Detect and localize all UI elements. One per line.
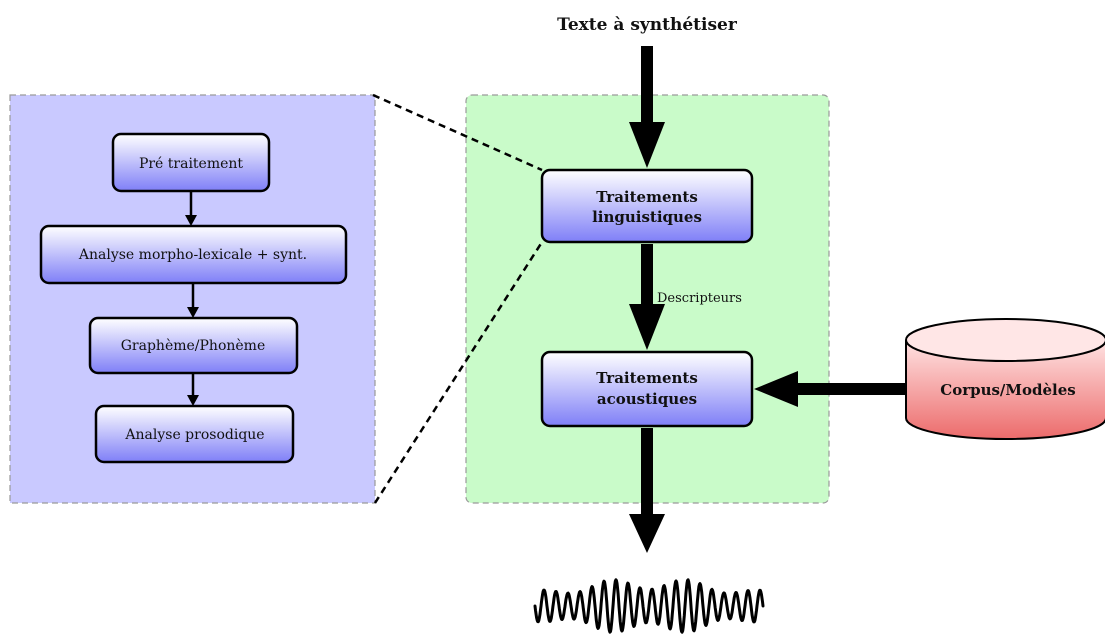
linguistic-label-line1: Traitements bbox=[596, 188, 698, 206]
database-label: Corpus/Modèles bbox=[940, 381, 1076, 399]
step-prosodic-analysis: Analyse prosodique bbox=[94, 404, 295, 464]
descriptor-arrow bbox=[629, 244, 665, 350]
waveform-icon bbox=[533, 578, 765, 634]
step-prosodic-analysis-label: Analyse prosodique bbox=[124, 427, 264, 443]
zoom-connector-bottom bbox=[373, 241, 544, 504]
acoustic-processing-box: Traitements acoustiques bbox=[540, 350, 754, 428]
descriptor-label: Descripteurs bbox=[657, 291, 742, 306]
input-arrow bbox=[629, 46, 665, 168]
step-morpho-lexical-label: Analyse morpho-lexicale + synt. bbox=[78, 247, 307, 263]
step-arrow-1 bbox=[185, 191, 197, 226]
step-grapheme-phoneme: Graphème/Phonème bbox=[88, 316, 299, 375]
acoustic-label-line2: acoustiques bbox=[597, 390, 697, 408]
step-preprocessing: Pré traitement bbox=[111, 132, 271, 193]
step-grapheme-phoneme-label: Graphème/Phonème bbox=[121, 338, 266, 354]
output-arrow bbox=[629, 428, 665, 553]
step-preprocessing-label: Pré traitement bbox=[139, 156, 243, 172]
zoom-connector-top bbox=[372, 93, 543, 172]
step-arrow-3 bbox=[187, 373, 199, 406]
database-arrow bbox=[754, 371, 906, 407]
step-arrow-2 bbox=[187, 283, 199, 318]
acoustic-label-line1: Traitements bbox=[596, 369, 698, 387]
input-label: Texte à synthétiser bbox=[557, 15, 738, 35]
corpus-database: Corpus/Modèles bbox=[905, 318, 1105, 440]
linguistic-label-line2: linguistiques bbox=[592, 208, 702, 226]
linguistic-processing-box: Traitements linguistiques bbox=[540, 168, 754, 244]
step-morpho-lexical: Analyse morpho-lexicale + synt. bbox=[39, 224, 348, 285]
